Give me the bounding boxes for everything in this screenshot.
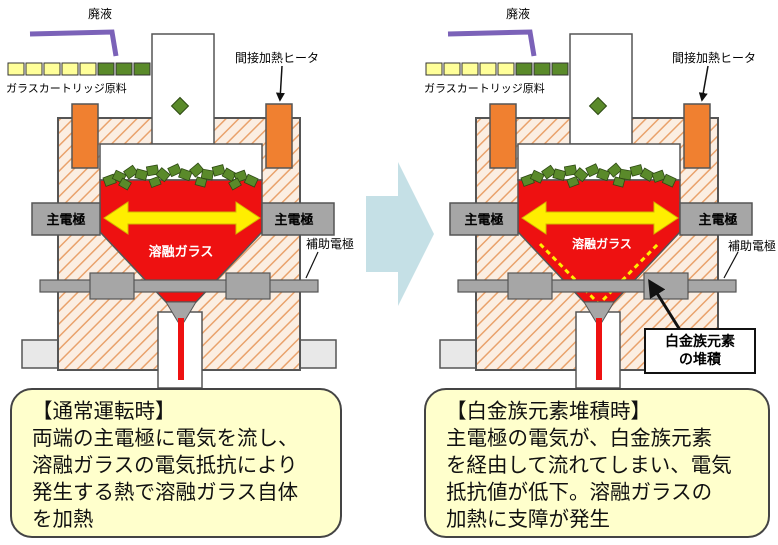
left-foot: [21, 339, 63, 369]
falling-cartridge: [170, 96, 190, 116]
caption-line: 両端の主電極に電気を流し、: [32, 426, 299, 450]
electrode-right-label-2: 主電極: [698, 212, 737, 228]
caption-line: 抵抗値が低下。溶融ガラスの: [446, 480, 713, 504]
caption-line: を加熱: [32, 507, 94, 531]
current-arrow-2: [521, 201, 679, 235]
waste-label: 廃液: [88, 6, 112, 21]
cold-cap: [102, 162, 259, 191]
pgm-deposit-caption: 【白金族元素堆積時】 主電極の電気が、白金族元素 を経由して流れてしまい、電気 …: [424, 388, 770, 538]
transition-arrow: [366, 162, 434, 306]
waste-pipe: [29, 29, 119, 57]
caption-line: 発生する熱で溶融ガラス自体: [32, 480, 299, 504]
electrode-left-label-2: 主電極: [464, 212, 503, 228]
left-panel: 廃液 ガラスカートリッジ原料 間接加熱ヒータ 主電極 主電極 溶融ガラス 補助電…: [6, 6, 354, 389]
cartridge-label: ガラスカートリッジ原料: [6, 81, 127, 95]
caption-line: を経由して流れてしまい、電気: [446, 453, 732, 477]
aux-electrode: [39, 279, 319, 293]
normal-operation-caption: 【通常運転時】 両端の主電極に電気を流し、 溶融ガラスの電気抵抗により 発生する…: [10, 388, 342, 538]
pgm-label-line2: の堆積: [679, 352, 721, 368]
cartridge-label-2: ガラスカートリッジ原料: [424, 81, 545, 95]
caption-line: 加熱に支障が発生: [446, 507, 610, 531]
glass-cartridges: [7, 62, 151, 76]
glass-label-2: 溶融ガラス: [572, 236, 632, 251]
right-foot: [295, 339, 337, 369]
glass-stream: [178, 318, 184, 380]
electrode-left-label: 主電極: [46, 212, 85, 228]
feed-chute: [151, 33, 215, 145]
main-electrode-left: [31, 202, 101, 236]
cold-cap-2: [520, 162, 677, 188]
caption-line: 【白金族元素堆積時】: [446, 399, 651, 423]
waste-label-2: 廃液: [506, 6, 530, 21]
heater-left: [71, 103, 99, 169]
caption-line: 溶融ガラスの電気抵抗により: [32, 453, 298, 477]
glass-label: 溶融ガラス: [149, 244, 214, 260]
pgm-label-line1: 白金族元素: [665, 334, 735, 350]
aux-electrode-label: 補助電極: [306, 236, 354, 251]
electrode-right-label: 主電極: [274, 212, 313, 228]
pgm-deposit-label: 白金族元素 の堆積: [644, 328, 756, 374]
aux-electrode-label-2: 補助電極: [728, 238, 776, 253]
heater-right: [265, 103, 293, 169]
current-arrow: [103, 201, 261, 235]
caption-line: 【通常運転時】: [32, 399, 176, 423]
heater-label-2: 間接加熱ヒータ: [672, 50, 756, 65]
caption-line: 主電極の電気が、白金族元素: [446, 426, 713, 450]
main-electrode-right: [261, 202, 335, 236]
heater-label: 間接加熱ヒータ: [235, 50, 319, 65]
